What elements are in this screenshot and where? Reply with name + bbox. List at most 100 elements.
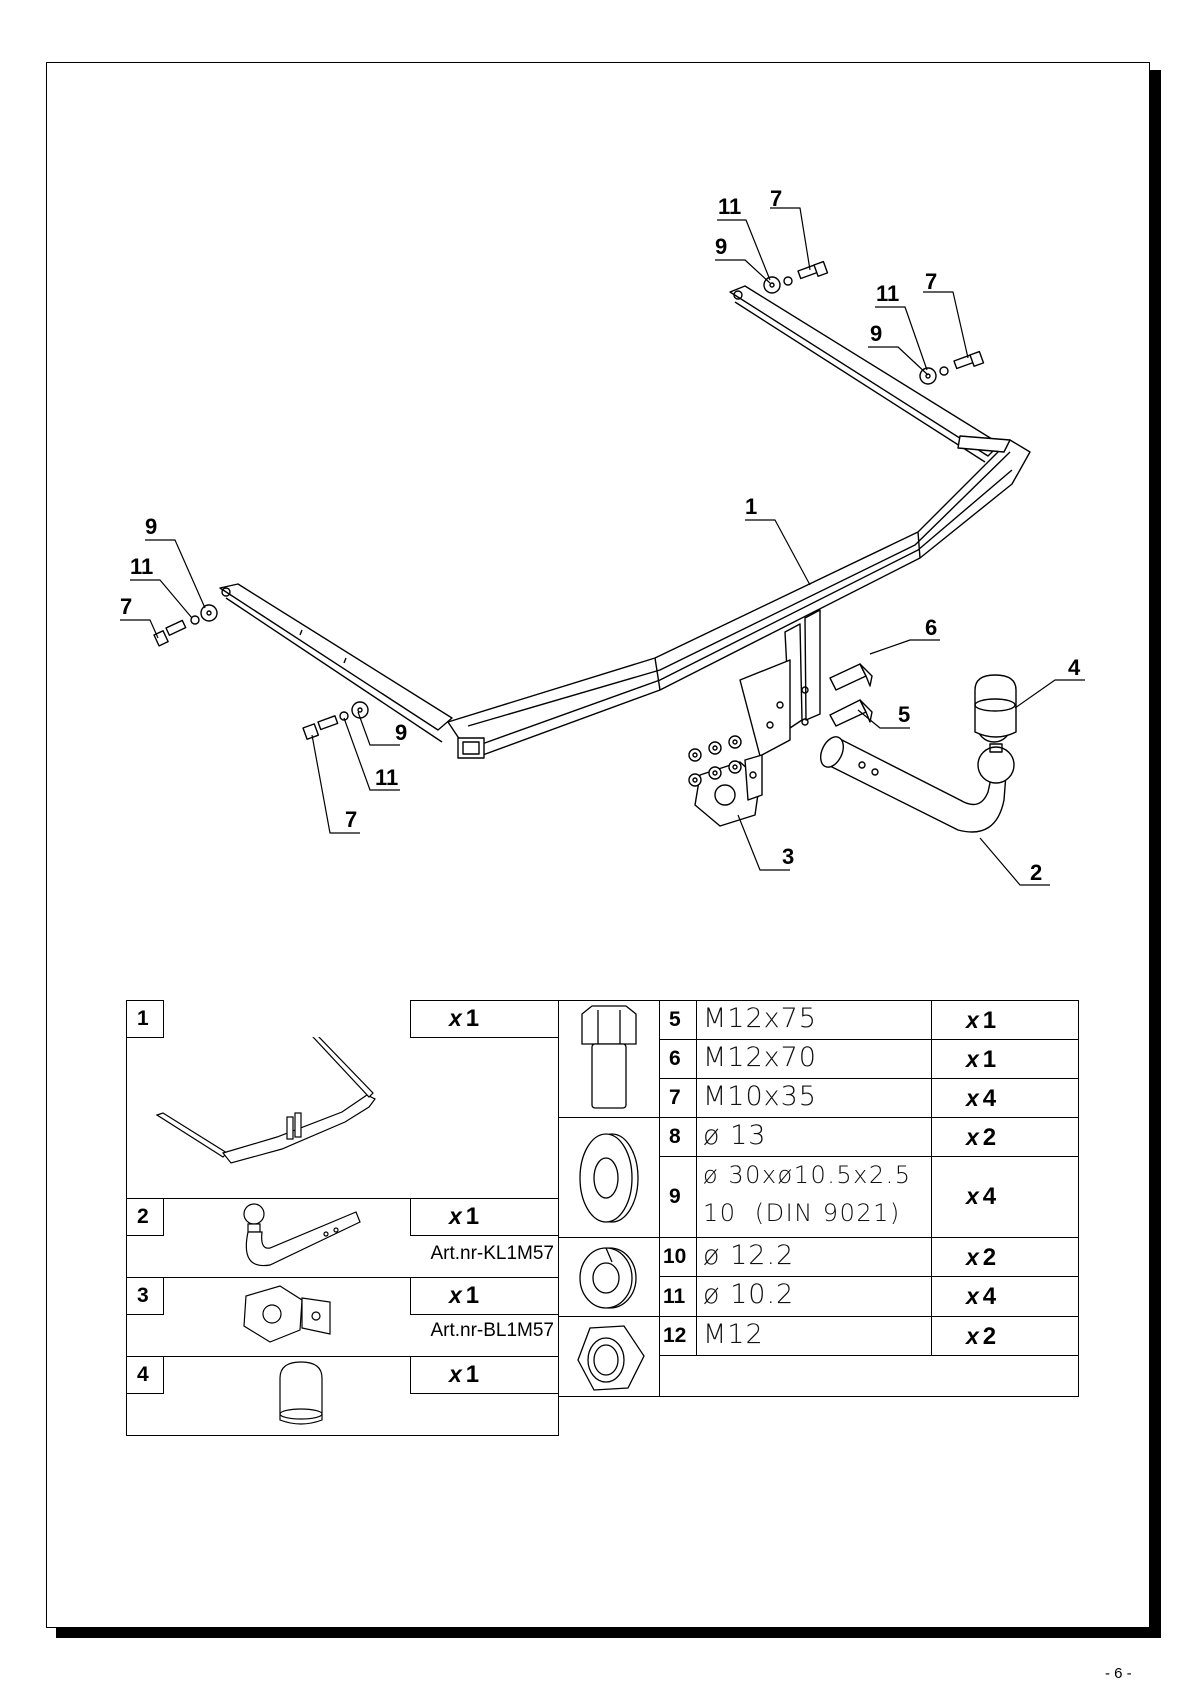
part-3-article-number: Art.nr-BL1M57 bbox=[430, 1320, 554, 1341]
part-11-num-cell: 11 bbox=[659, 1276, 697, 1317]
callout-6: 6 bbox=[925, 615, 937, 640]
part-4-number: 4 bbox=[137, 1363, 149, 1386]
part-6-spec: M12x70 bbox=[703, 1042, 817, 1073]
callout-11: 11 bbox=[375, 765, 398, 790]
nuts-washers-12-8 bbox=[688, 735, 742, 787]
callout-9: 9 bbox=[395, 720, 407, 745]
part-8-spec: ø 13 bbox=[703, 1120, 767, 1151]
part-2-num-cell: 2 bbox=[126, 1198, 164, 1236]
part-11-spec: ø 10.2 bbox=[703, 1279, 795, 1310]
ball-cap-thumbnail bbox=[279, 1361, 323, 1425]
callout-3: 3 bbox=[782, 844, 794, 869]
part-2-number: 2 bbox=[137, 1205, 149, 1228]
bolts-5-6 bbox=[829, 663, 873, 727]
page-number: - 6 - bbox=[1105, 1665, 1132, 1682]
part-2-article-number: Art.nr-KL1M57 bbox=[430, 1243, 554, 1264]
part-9-spec-standard: 10 (DIN 9021) bbox=[703, 1199, 901, 1227]
table-empty-cell bbox=[659, 1355, 1079, 1397]
part-11-number: 11 bbox=[663, 1285, 686, 1308]
part-10-spec-cell: ø 12.2 bbox=[696, 1237, 932, 1277]
callout-9: 9 bbox=[715, 234, 727, 259]
ball-neck-thumbnail bbox=[243, 1203, 361, 1267]
part-7-spec: M10x35 bbox=[703, 1081, 817, 1112]
callout-1: 1 bbox=[745, 494, 757, 519]
part-12-number: 12 bbox=[663, 1324, 687, 1347]
callout-7: 7 bbox=[345, 807, 357, 832]
hex-nut-icon bbox=[577, 1325, 645, 1391]
part-10-number: 10 bbox=[663, 1245, 687, 1268]
fastener-set-top-left bbox=[763, 260, 829, 294]
callout-9: 9 bbox=[145, 514, 157, 539]
callout-labels: 11 7 9 11 7 9 1 9 11 7 9 11 7 6 5 4 3 2 bbox=[120, 186, 1081, 885]
part-5-num-cell: 5 bbox=[659, 1000, 697, 1040]
callout-5: 5 bbox=[898, 702, 910, 727]
fastener-set-bottom-left bbox=[302, 701, 369, 740]
divider bbox=[558, 1237, 660, 1238]
crossbar-part-1 bbox=[219, 285, 1031, 759]
part-6-num-cell: 6 bbox=[659, 1039, 697, 1079]
part-5-spec: M12x75 bbox=[703, 1003, 817, 1034]
crossbar-thumbnail bbox=[155, 1034, 376, 1164]
part-7-num-cell: 7 bbox=[659, 1078, 697, 1118]
part-10-num-cell: 10 bbox=[659, 1237, 697, 1277]
part-3-number: 3 bbox=[137, 1284, 149, 1307]
part-1-image-cell bbox=[126, 1034, 559, 1199]
part-4-image-cell bbox=[126, 1393, 559, 1436]
leader-lines bbox=[120, 207, 1085, 886]
divider bbox=[558, 1117, 660, 1118]
part-11-spec-cell: ø 10.2 bbox=[696, 1276, 932, 1317]
part-10-spec: ø 12.2 bbox=[703, 1240, 795, 1271]
callout-11: 11 bbox=[718, 194, 741, 219]
part-7-number: 7 bbox=[669, 1086, 681, 1109]
callout-7: 7 bbox=[925, 269, 937, 294]
callout-11: 11 bbox=[876, 281, 899, 306]
callout-2: 2 bbox=[1030, 860, 1042, 885]
part-8-num-cell: 8 bbox=[659, 1117, 697, 1157]
callout-11: 11 bbox=[130, 554, 153, 579]
part-9-num-cell: 9 bbox=[659, 1156, 697, 1238]
part-9-spec: ø 30xø10.5x2.5 bbox=[703, 1161, 912, 1189]
part-8-spec-cell: ø 13 bbox=[696, 1117, 932, 1157]
part-8-number: 8 bbox=[669, 1125, 681, 1148]
spring-washer-icon bbox=[579, 1247, 637, 1309]
part-1-number: 1 bbox=[137, 1007, 149, 1030]
part-5-spec-cell: M12x75 bbox=[696, 1000, 932, 1040]
part-5-number: 5 bbox=[669, 1008, 681, 1031]
divider bbox=[558, 1316, 660, 1317]
part-3-num-cell: 3 bbox=[126, 1277, 164, 1315]
part-1-num-cell: 1 bbox=[126, 1000, 164, 1038]
callout-7: 7 bbox=[770, 186, 782, 211]
part-12-spec-cell: M12 bbox=[696, 1316, 932, 1356]
fastener-set-top-right bbox=[919, 350, 985, 385]
fastener-set-left bbox=[153, 604, 218, 647]
part-6-spec-cell: M12x70 bbox=[696, 1039, 932, 1079]
part-6-number: 6 bbox=[669, 1047, 681, 1070]
socket-plate-thumbnail bbox=[243, 1285, 331, 1343]
part-4-num-cell: 4 bbox=[126, 1356, 164, 1394]
washer-icon bbox=[579, 1133, 639, 1223]
